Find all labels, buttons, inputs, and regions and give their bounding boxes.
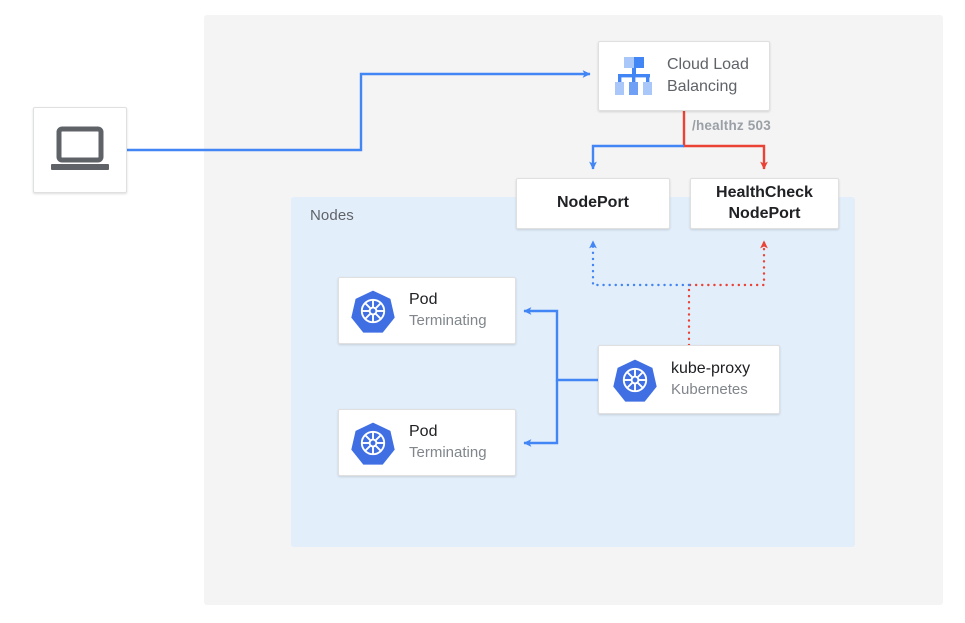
healthcheck-nodeport-node[interactable]: HealthCheck NodePort <box>690 178 839 229</box>
kubernetes-icon <box>613 359 657 402</box>
kubernetes-icon <box>351 422 395 465</box>
pod-node-1[interactable]: Pod Terminating <box>338 277 516 344</box>
healthcheck-nodeport-label: HealthCheck NodePort <box>716 183 813 225</box>
nodeport-label: NodePort <box>557 194 629 212</box>
client-node[interactable] <box>33 107 127 193</box>
kube-proxy-title: kube-proxy <box>671 360 751 378</box>
pod-1-status: Terminating <box>409 312 487 330</box>
kube-proxy-node[interactable]: kube-proxy Kubernetes <box>598 345 780 414</box>
cloud-load-balancing-line2: Balancing <box>667 78 738 95</box>
pod-2-title: Pod <box>409 423 438 441</box>
healthcheck-nodeport-line1: HealthCheck <box>716 183 813 201</box>
pod-1-title: Pod <box>409 291 438 309</box>
kubernetes-icon <box>351 290 395 333</box>
kube-proxy-text: kube-proxy Kubernetes <box>671 359 750 400</box>
pod-1-text: Pod Terminating <box>409 290 487 331</box>
nodes-region-label: Nodes <box>310 207 354 224</box>
kube-proxy-subtitle: Kubernetes <box>671 381 748 399</box>
nodeport-node[interactable]: NodePort <box>516 178 670 229</box>
healthz-edge-label: /healthz 503 <box>692 118 771 133</box>
cloud-load-balancing-label: Cloud Load Balancing <box>667 54 749 97</box>
pod-2-status: Terminating <box>409 444 487 462</box>
cloud-load-balancing-node[interactable]: Cloud Load Balancing <box>598 41 770 111</box>
healthcheck-nodeport-line2: NodePort <box>728 204 801 222</box>
laptop-icon <box>51 126 109 170</box>
pod-node-2[interactable]: Pod Terminating <box>338 409 516 476</box>
cloud-load-balancing-line1: Cloud Load <box>667 56 749 74</box>
pod-2-text: Pod Terminating <box>409 422 487 463</box>
cloud-load-balancing-icon <box>615 57 652 95</box>
